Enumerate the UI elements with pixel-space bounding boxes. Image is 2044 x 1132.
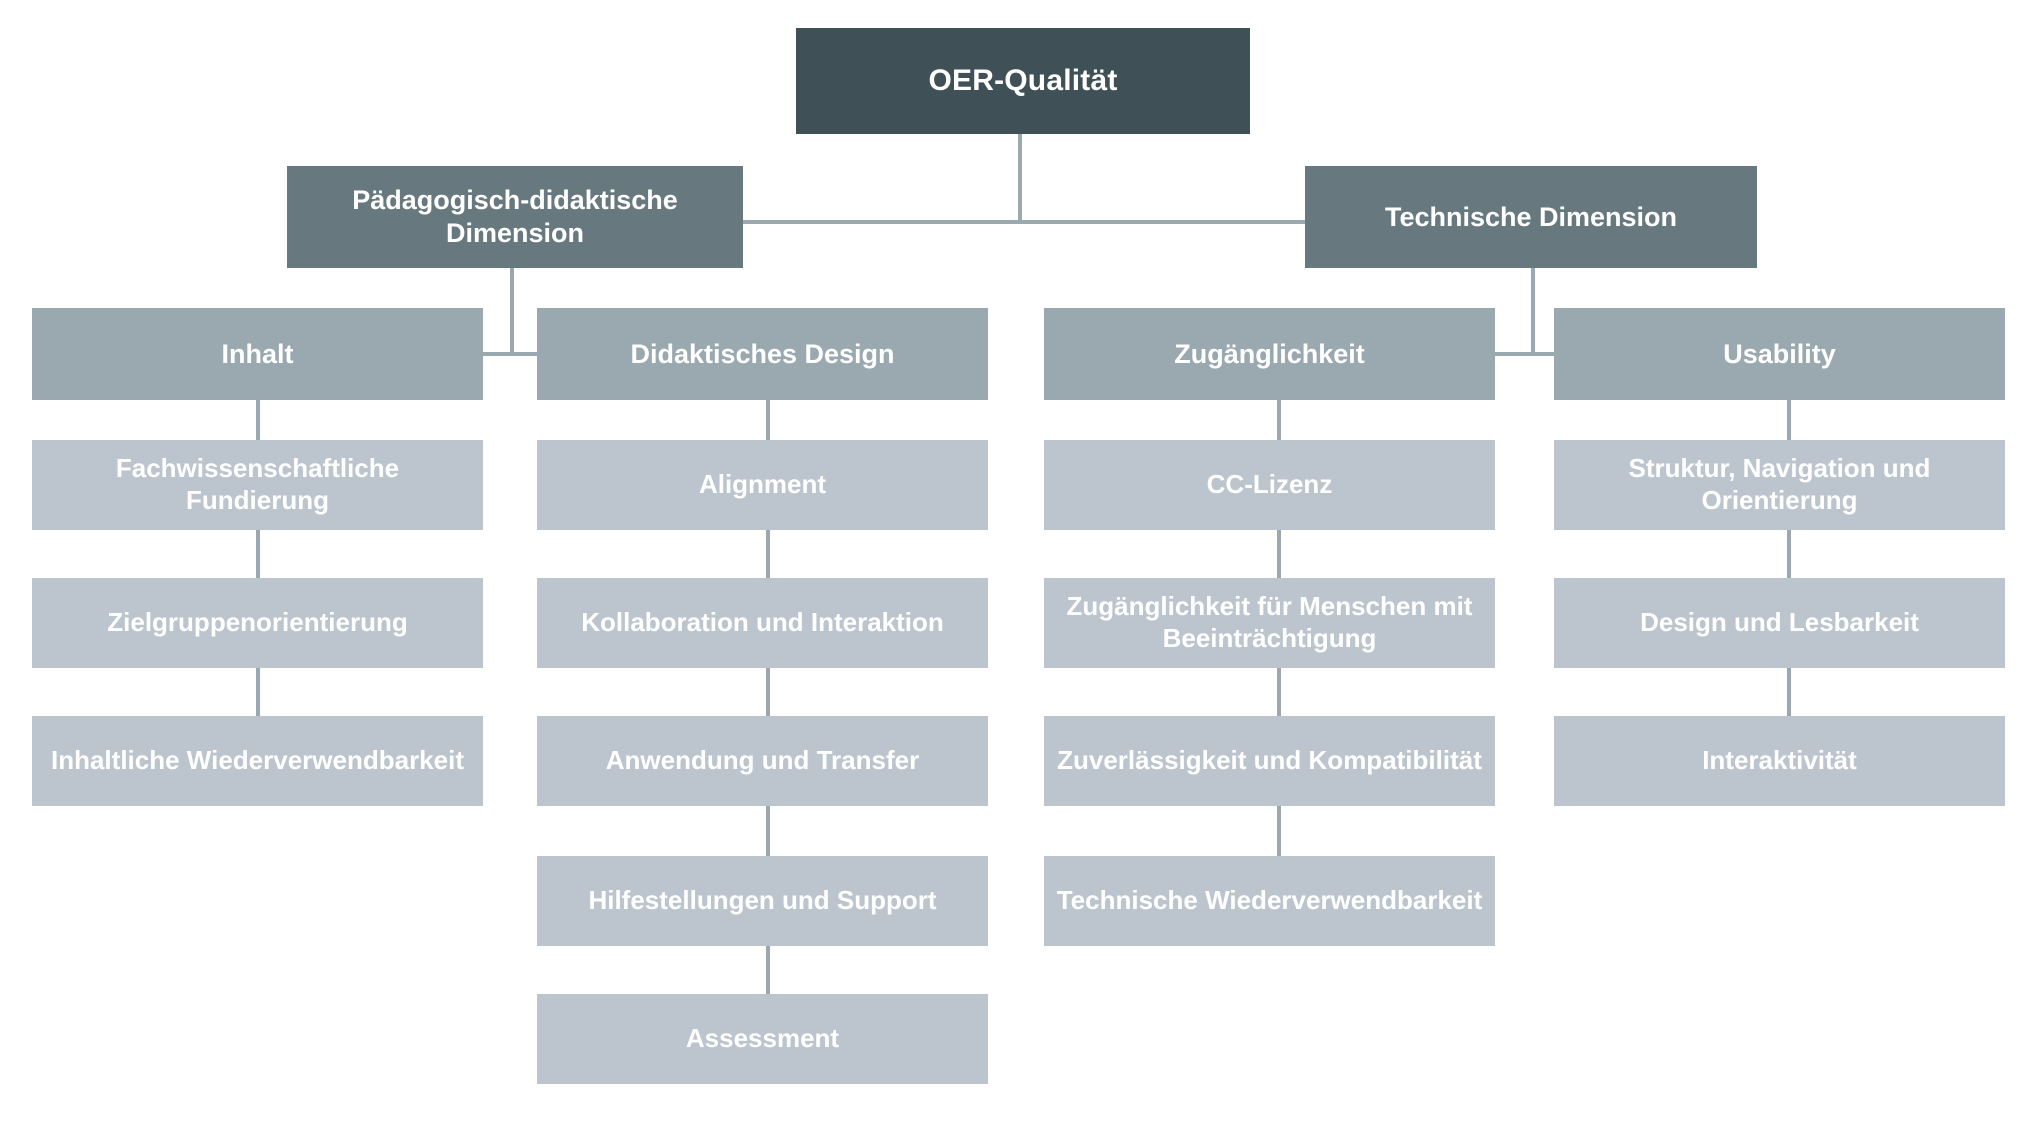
- node-criterion-label: Struktur, Navigation und Orientierung: [1628, 453, 1931, 515]
- node-category-usability[interactable]: Usability: [1554, 308, 2005, 400]
- connector-col1-chain: [256, 400, 260, 718]
- node-category-inhalt[interactable]: Inhalt: [32, 308, 483, 400]
- node-criterion-inhaltliche-wiederverwendbarkeit[interactable]: Inhaltliche Wiederverwendbarkeit: [32, 716, 483, 806]
- node-criterion-label: Zuverlässigkeit und Kompatibilität: [1057, 745, 1482, 776]
- node-criterion-label: CC-Lizenz: [1206, 469, 1333, 500]
- node-root-label: OER-Qualität: [928, 63, 1118, 97]
- connector-left-category-spine: [256, 352, 766, 356]
- node-dimension-label: Pädagogisch-didaktische Dimension: [352, 185, 678, 248]
- node-category-label: Zugänglichkeit: [1174, 338, 1365, 369]
- node-category-label: Inhalt: [221, 338, 294, 369]
- node-criterion-assessment[interactable]: Assessment: [537, 994, 988, 1084]
- node-criterion-hilfestellungen-und-support[interactable]: Hilfestellungen und Support: [537, 856, 988, 946]
- connector-root-stem: [1018, 134, 1022, 222]
- node-criterion-zugaenglichkeit-fuer-menschen-mit-beeintraechtigung[interactable]: Zugänglichkeit für Menschen mit Beeinträ…: [1044, 578, 1495, 668]
- node-criterion-label: Assessment: [685, 1023, 840, 1054]
- node-criterion-cc-lizenz[interactable]: CC-Lizenz: [1044, 440, 1495, 530]
- node-criterion-label: Zugänglichkeit für Menschen mit Beeinträ…: [1066, 591, 1473, 653]
- node-category-label: Didaktisches Design: [630, 338, 895, 369]
- node-criterion-label: Alignment: [698, 469, 827, 500]
- node-criterion-zuverlaessigkeit-und-kompatibilitaet[interactable]: Zuverlässigkeit und Kompatibilität: [1044, 716, 1495, 806]
- node-criterion-technische-wiederverwendbarkeit[interactable]: Technische Wiederverwendbarkeit: [1044, 856, 1495, 946]
- node-dimension-paedagogisch-didaktisch[interactable]: Pädagogisch-didaktische Dimension: [287, 166, 743, 268]
- node-criterion-interaktivitaet[interactable]: Interaktivität: [1554, 716, 2005, 806]
- node-criterion-label: Technische Wiederverwendbarkeit: [1056, 885, 1483, 916]
- node-criterion-struktur-navigation-und-orientierung[interactable]: Struktur, Navigation und Orientierung: [1554, 440, 2005, 530]
- node-criterion-label: Zielgruppenorientierung: [107, 607, 408, 638]
- node-criterion-label: Design und Lesbarkeit: [1640, 607, 1919, 638]
- connector-col2-chain: [766, 400, 770, 994]
- node-category-zugaenglichkeit[interactable]: Zugänglichkeit: [1044, 308, 1495, 400]
- node-dimension-technisch[interactable]: Technische Dimension: [1305, 166, 1757, 268]
- node-criterion-anwendung-und-transfer[interactable]: Anwendung und Transfer: [537, 716, 988, 806]
- node-category-label: Usability: [1723, 338, 1836, 369]
- node-root-oer-qualitaet[interactable]: OER-Qualität: [796, 28, 1250, 134]
- node-criterion-kollaboration-und-interaktion[interactable]: Kollaboration und Interaktion: [537, 578, 988, 668]
- connector-left-dimension-stem: [510, 268, 514, 354]
- node-criterion-label: Interaktivität: [1702, 745, 1857, 776]
- node-criterion-alignment[interactable]: Alignment: [537, 440, 988, 530]
- connector-right-dimension-stem: [1531, 268, 1535, 354]
- node-criterion-label: Kollaboration und Interaktion: [581, 607, 944, 638]
- node-criterion-fachwissenschaftliche-fundierung[interactable]: Fachwissenschaftliche Fundierung: [32, 440, 483, 530]
- node-criterion-label: Anwendung und Transfer: [605, 745, 920, 776]
- node-criterion-label: Fachwissenschaftliche Fundierung: [115, 453, 400, 515]
- connector-col4-chain: [1787, 400, 1791, 718]
- connector-right-category-spine: [1277, 352, 1787, 356]
- node-criterion-design-und-lesbarkeit[interactable]: Design und Lesbarkeit: [1554, 578, 2005, 668]
- node-criterion-zielgruppenorientierung[interactable]: Zielgruppenorientierung: [32, 578, 483, 668]
- connector-dimension-spine: [510, 220, 1532, 224]
- node-criterion-label: Inhaltliche Wiederverwendbarkeit: [50, 745, 464, 776]
- node-dimension-label: Technische Dimension: [1384, 201, 1678, 232]
- node-criterion-label: Hilfestellungen und Support: [588, 885, 937, 916]
- node-category-didaktisches-design[interactable]: Didaktisches Design: [537, 308, 988, 400]
